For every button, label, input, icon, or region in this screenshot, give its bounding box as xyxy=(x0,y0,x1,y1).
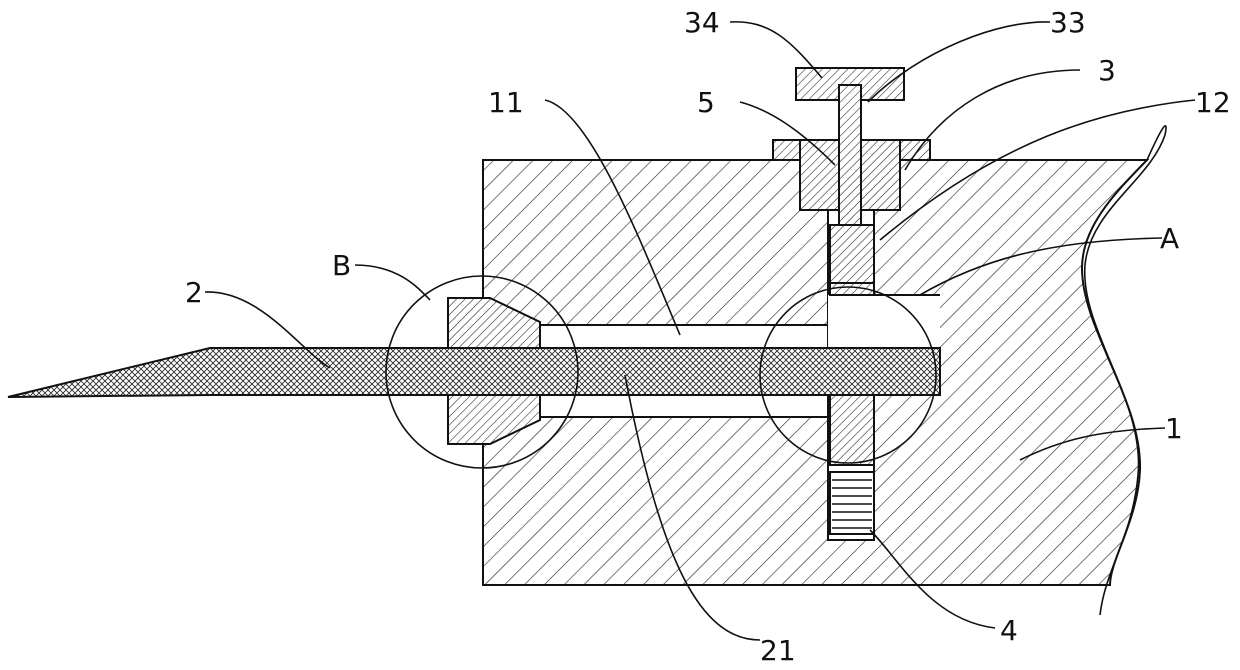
label-1: 1 xyxy=(1165,412,1183,445)
label-a: A xyxy=(1160,222,1179,255)
label-34: 34 xyxy=(684,6,720,39)
lower-pin xyxy=(830,395,874,465)
needle-2 xyxy=(8,348,940,397)
spring-coils xyxy=(832,480,872,528)
label-11: 11 xyxy=(488,86,524,119)
label-33: 33 xyxy=(1050,6,1086,39)
label-12: 12 xyxy=(1195,86,1231,119)
label-21: 21 xyxy=(760,634,796,667)
label-b: B xyxy=(332,249,351,282)
stem-33 xyxy=(839,85,861,230)
label-2: 2 xyxy=(185,276,203,309)
spring-4 xyxy=(830,472,874,534)
lock-pin-3 xyxy=(830,225,874,283)
label-4: 4 xyxy=(1000,614,1018,647)
label-3: 3 xyxy=(1098,54,1116,87)
label-5: 5 xyxy=(697,86,715,119)
